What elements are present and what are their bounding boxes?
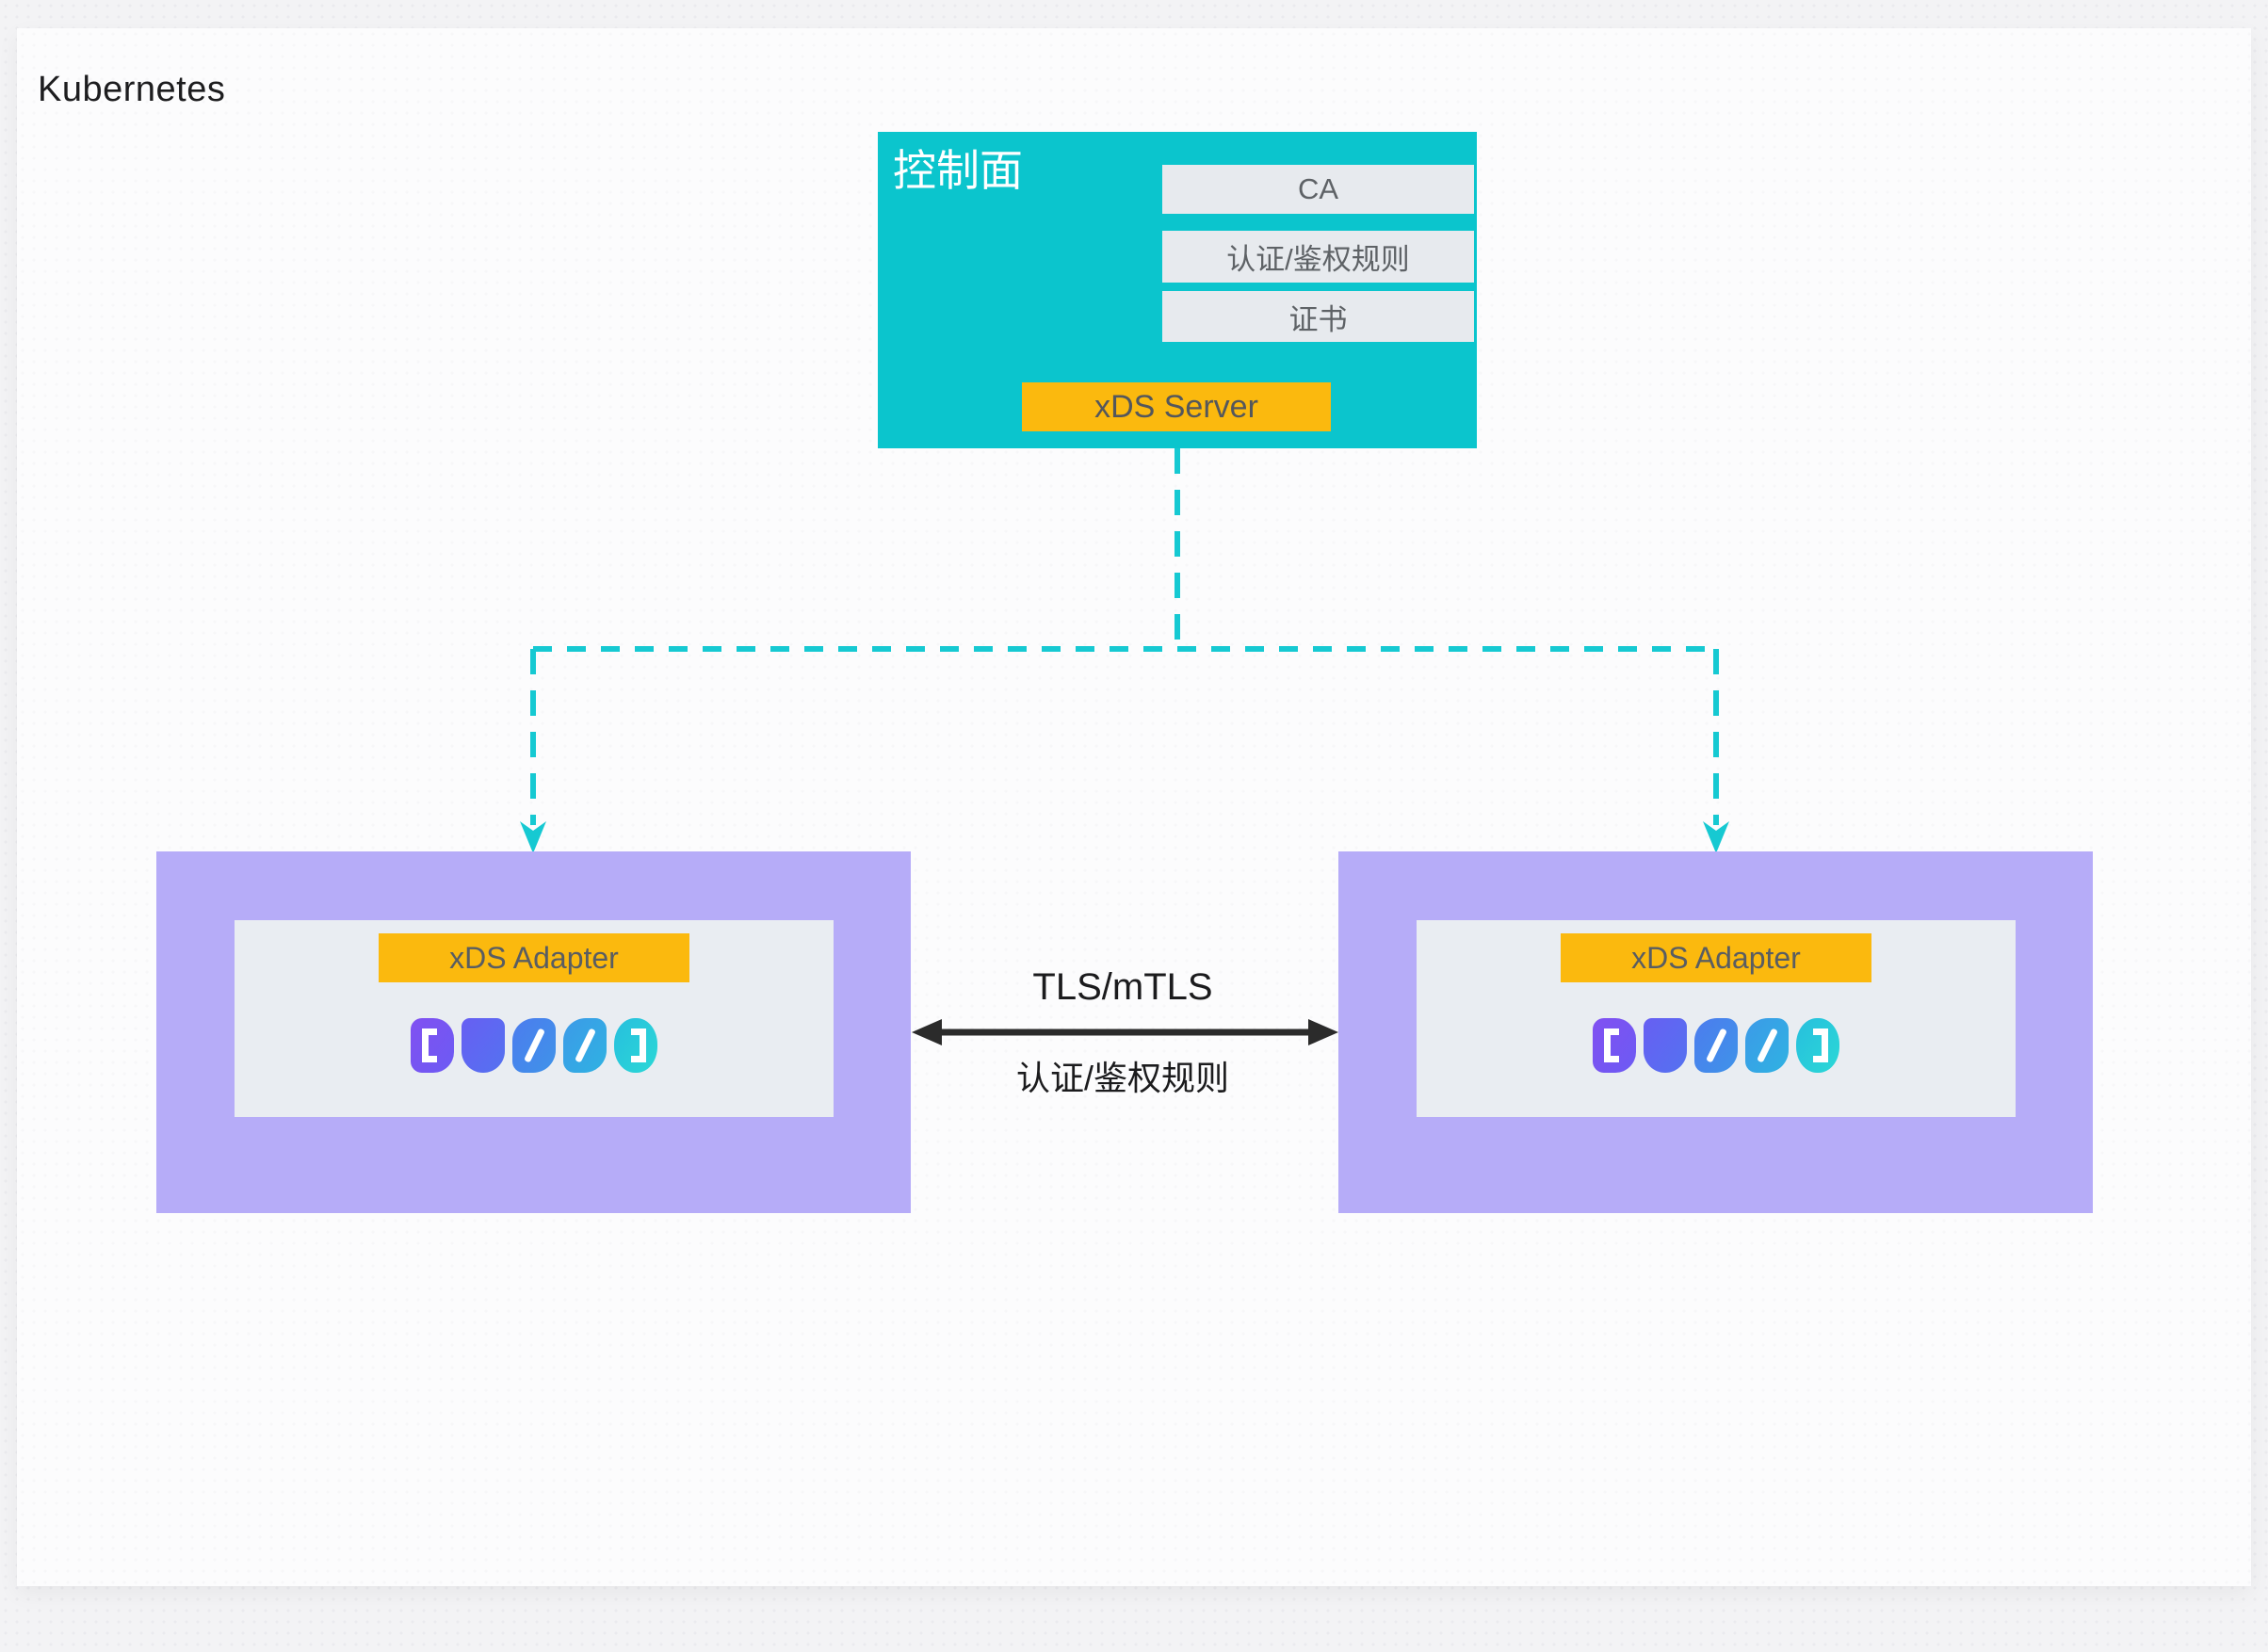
- control-plane-item-certificate: 证书: [1162, 291, 1474, 342]
- tls-mtls-label: TLS/mTLS: [1032, 966, 1213, 1008]
- pod-box-left: xDS Adapter: [156, 851, 911, 1213]
- xds-adapter-badge: xDS Adapter: [1561, 933, 1871, 982]
- dubbo-bracket-open-icon: [1604, 1028, 1619, 1062]
- pod-panel-right: xDS Adapter: [1417, 920, 2016, 1117]
- dubbo-letter-b-icon: [1694, 1018, 1738, 1073]
- xds-adapter-badge: xDS Adapter: [379, 933, 689, 982]
- dubbo-letter-o-icon: [614, 1018, 657, 1073]
- pod-box-right: xDS Adapter: [1338, 851, 2093, 1213]
- dubbo-slash-icon: [574, 1028, 596, 1063]
- dubbo-bracket-open-icon: [422, 1028, 437, 1062]
- control-plane-item-ca: CA: [1162, 165, 1474, 214]
- dubbo-letter-d-icon: [411, 1018, 454, 1073]
- control-plane-box: 控制面 CA 认证/鉴权规则 证书 xDS Server: [878, 132, 1477, 448]
- dubbo-letter-b-icon: [512, 1018, 556, 1073]
- auth-rules-link-label: 认证/鉴权规则: [1015, 1059, 1230, 1097]
- dubbo-letter-u-icon: [462, 1018, 505, 1073]
- pod-panel-left: xDS Adapter: [235, 920, 834, 1117]
- dubbo-letter-b-icon: [563, 1018, 607, 1073]
- kubernetes-label: Kubernetes: [38, 70, 226, 109]
- dubbo-slash-icon: [1705, 1028, 1727, 1063]
- dubbo-letter-o-icon: [1796, 1018, 1839, 1073]
- dubbo-slash-icon: [523, 1028, 545, 1063]
- dubbo-logo: [411, 1018, 657, 1073]
- dubbo-letter-d-icon: [1593, 1018, 1636, 1073]
- dubbo-slash-icon: [1756, 1028, 1778, 1063]
- control-plane-item-auth-rules: 认证/鉴权规则: [1162, 231, 1474, 283]
- control-plane-title: 控制面: [893, 146, 1023, 195]
- dubbo-bracket-close-icon: [631, 1028, 646, 1062]
- xds-server-box: xDS Server: [1022, 382, 1331, 431]
- dubbo-letter-u-icon: [1644, 1018, 1687, 1073]
- dubbo-letter-b-icon: [1745, 1018, 1789, 1073]
- dubbo-logo: [1593, 1018, 1839, 1073]
- dubbo-bracket-close-icon: [1813, 1028, 1828, 1062]
